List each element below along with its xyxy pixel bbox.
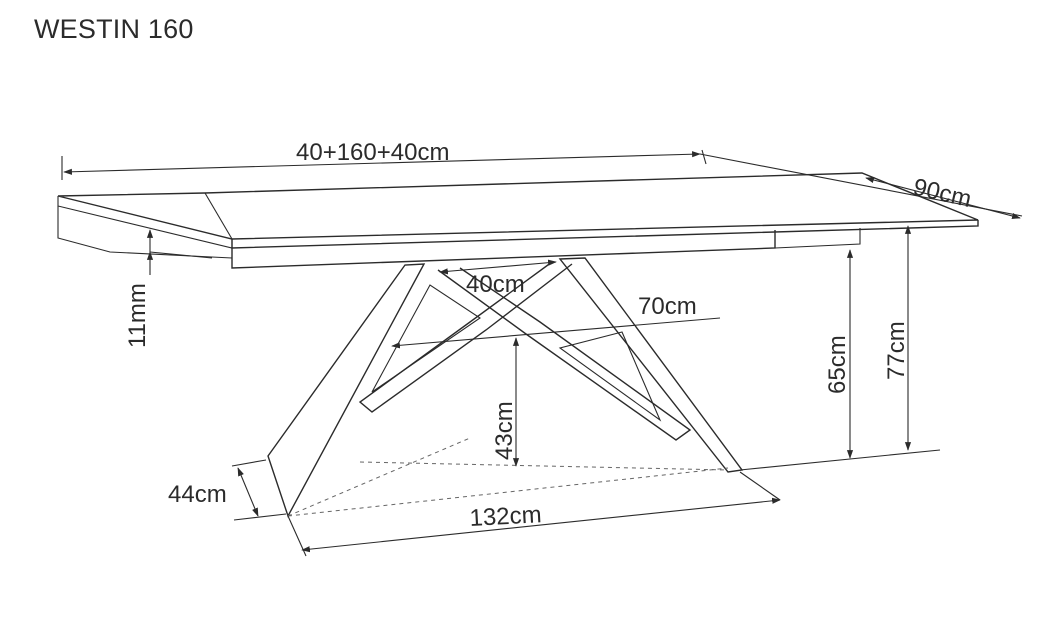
dim-frame-mid-width: 70cm bbox=[391, 293, 721, 349]
label-total-length: 40+160+40cm bbox=[296, 139, 449, 166]
dim-base-length: 132cm bbox=[287, 471, 781, 557]
label-frame-top-width: 40cm bbox=[466, 271, 525, 298]
dim-apron-height: 65cm bbox=[739, 249, 941, 471]
label-foot-depth: 44cm bbox=[168, 481, 227, 508]
label-top-thickness: 11mm bbox=[124, 283, 151, 348]
dim-top-thickness: 11mm bbox=[124, 229, 154, 348]
product-title: WESTIN 160 bbox=[34, 14, 194, 44]
dim-total-height: 77cm bbox=[883, 225, 912, 451]
dim-total-length: 40+160+40cm bbox=[61, 139, 707, 180]
table-top bbox=[57, 172, 979, 269]
dim-cross-height: 43cm bbox=[491, 337, 520, 467]
dim-frame-top-width: 40cm bbox=[439, 259, 557, 298]
dim-depth: 90cm bbox=[699, 153, 1023, 219]
label-depth: 90cm bbox=[911, 174, 974, 214]
label-total-height: 77cm bbox=[883, 321, 910, 380]
label-frame-mid-width: 70cm bbox=[638, 293, 697, 320]
dim-foot-depth: 44cm bbox=[168, 459, 287, 521]
label-apron-height: 65cm bbox=[824, 335, 851, 394]
label-base-length: 132cm bbox=[469, 501, 542, 532]
label-cross-height: 43cm bbox=[491, 401, 518, 460]
